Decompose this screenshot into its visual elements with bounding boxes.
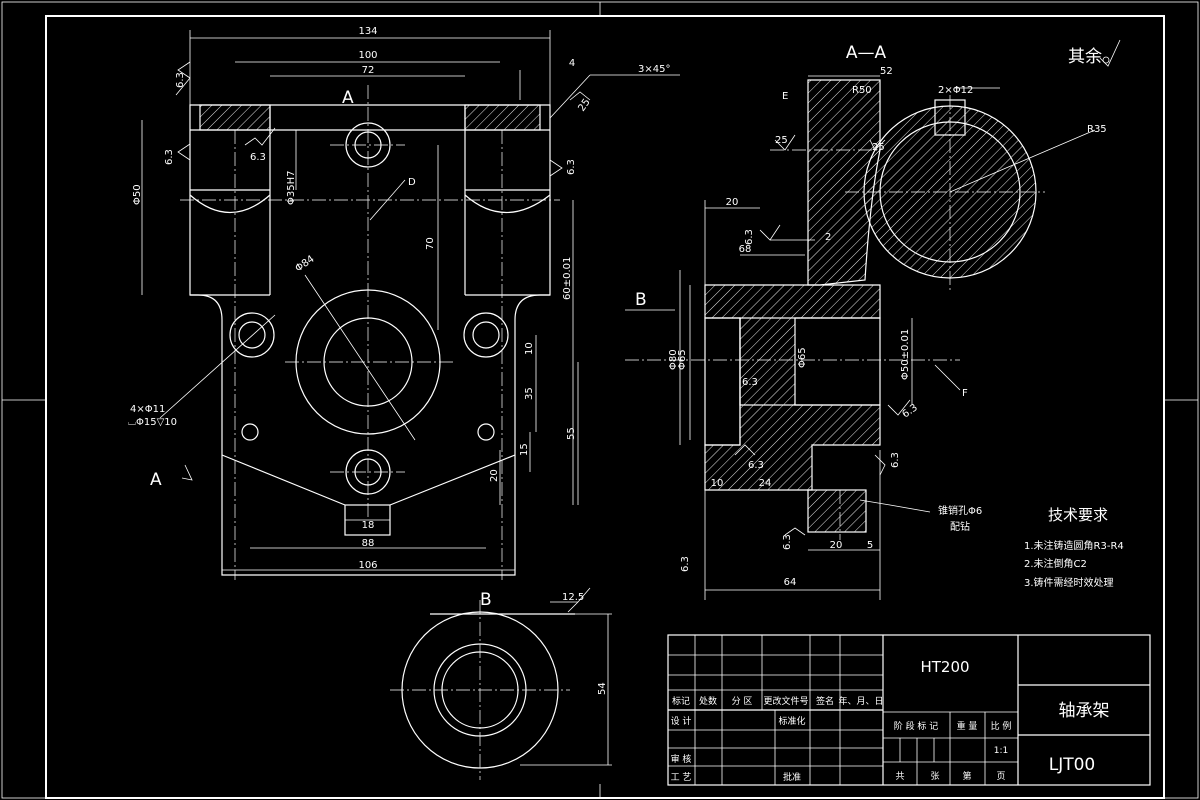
scale-value: 1:1 <box>994 746 1008 756</box>
dim-20: 20 <box>726 197 739 208</box>
leader-d: D <box>408 177 416 188</box>
tech-requirements: 技术要求 1.未注铸造圆角R3-R4 2.未注倒角C2 3.铸件需经时效处理 <box>1024 506 1124 589</box>
roughness-63-e: 6.3 <box>890 452 901 468</box>
weight: 重 量 <box>957 720 978 732</box>
roughness-25: 25 <box>576 97 592 114</box>
row-review: 审 核 <box>671 753 692 765</box>
roughness-63-c: 6.3 <box>250 152 266 163</box>
holes-note-1: 4×Φ11 <box>130 404 165 415</box>
holes-note-2: ⌴Φ15▽10 <box>128 417 177 428</box>
pin-note-1: 锥销孔Φ6 <box>938 504 982 517</box>
section-view-dimensions: A—A 52 R50 2×Φ12 E R35 25 25 20 6.3 2 68… <box>635 39 1121 588</box>
front-view-dimensions: 134 100 72 4 6.3 6.3 6.3 6.3 25 Φ50 Φ35H… <box>128 26 670 571</box>
dim-20: 20 <box>489 469 500 482</box>
dim-18: 18 <box>362 520 375 531</box>
roughness-63-c: 6.3 <box>900 402 919 420</box>
dim-15: 15 <box>519 443 530 456</box>
roughness-63-g: 6.3 <box>680 556 691 572</box>
section-view-a-a <box>625 75 1096 600</box>
row-process: 工 艺 <box>671 772 692 783</box>
sheet-page: 页 <box>996 771 1005 782</box>
title-block: HT200 轴承架 LJT00 标记 处数 分 区 更改文件号 签名 年、月、日… <box>667 634 1151 786</box>
roughness-63-b: 6.3 <box>164 149 175 165</box>
front-view <box>141 30 680 580</box>
dim-4: 4 <box>569 58 575 69</box>
dim-r35: R35 <box>1087 124 1107 135</box>
dim-134: 134 <box>358 26 377 37</box>
sheet-no: 第 <box>962 770 971 782</box>
dim-88: 88 <box>362 538 375 549</box>
roughness-63-f: 6.3 <box>782 534 793 550</box>
dim-phi84: Φ84 <box>293 254 316 275</box>
header-sign: 签名 <box>816 695 834 707</box>
section-arrow-b: B <box>635 290 647 310</box>
dim-52: 52 <box>880 66 893 77</box>
roughness-25-a: 25 <box>775 135 788 146</box>
roughness-rest-symbol <box>1099 39 1121 67</box>
tech-item-3: 3.铸件需经时效处理 <box>1024 576 1114 589</box>
dim-2xphi12: 2×Φ12 <box>938 85 973 96</box>
drawing-number: LJT00 <box>1049 755 1096 775</box>
stage-mark: 阶 段 标 记 <box>894 720 939 732</box>
dim-phi65: Φ65 <box>677 349 688 370</box>
view-b: B 12.5 54 <box>390 587 612 780</box>
dim-phi50: Φ50±0.01 <box>900 329 911 380</box>
tech-item-1: 1.未注铸造圆角R3-R4 <box>1024 539 1124 552</box>
dim-phi35: Φ35H7 <box>286 171 297 205</box>
dim-64: 64 <box>784 577 797 588</box>
dim-100: 100 <box>358 50 377 61</box>
dim-55: 55 <box>566 427 577 440</box>
dim-5: 5 <box>867 540 873 551</box>
roughness-63-a: 6.3 <box>175 72 186 88</box>
section-label: A—A <box>846 43 887 63</box>
roughness-25-b: 25 <box>872 142 885 153</box>
dim-70: 70 <box>425 237 436 250</box>
tech-item-2: 2.未注倒角C2 <box>1024 557 1087 570</box>
dim-2: 2 <box>825 232 831 243</box>
dim-10: 10 <box>711 478 724 489</box>
header-count: 处数 <box>699 695 717 707</box>
chamfer-note: 3×45° <box>638 64 670 75</box>
section-arrow-a-top: A <box>342 88 354 108</box>
roughness-125: 12.5 <box>562 592 584 603</box>
material: HT200 <box>920 658 969 676</box>
row-design: 设 计 <box>671 715 692 727</box>
roughness-63-d: 6.3 <box>748 460 764 471</box>
roughness-rest-note: 其余 <box>1068 47 1102 67</box>
header-change-doc: 更改文件号 <box>763 695 808 707</box>
dim-phi50: Φ50 <box>132 184 143 205</box>
dim-phi65-inner: Φ65 <box>797 347 808 368</box>
pin-note-2: 配钻 <box>950 520 970 533</box>
sheets-total: 共 <box>895 771 904 782</box>
dim-24: 24 <box>759 478 772 489</box>
leader-e: E <box>782 91 788 102</box>
dim-r50: R50 <box>852 85 872 96</box>
dim-phi80: Φ80 <box>668 349 679 370</box>
dim-35: 35 <box>524 387 535 400</box>
dim-106: 106 <box>358 560 377 571</box>
leader-f: F <box>962 388 968 399</box>
part-name: 轴承架 <box>1059 701 1110 721</box>
dim-54: 54 <box>597 682 608 695</box>
header-mark: 标记 <box>672 695 690 707</box>
view-b-label: B <box>480 590 492 610</box>
header-date: 年、月、日 <box>838 695 883 707</box>
dim-60: 60±0.01 <box>562 257 573 300</box>
section-arrow-a-left: A <box>150 470 162 490</box>
tech-title: 技术要求 <box>1048 506 1108 524</box>
dim-68: 68 <box>739 244 752 255</box>
roughness-63-d: 6.3 <box>566 159 577 175</box>
dim-20b: 20 <box>830 540 843 551</box>
header-zone: 分 区 <box>732 696 753 707</box>
dim-72: 72 <box>362 65 375 76</box>
roughness-63-a: 6.3 <box>744 229 755 245</box>
dim-10: 10 <box>524 342 535 355</box>
roughness-63-b: 6.3 <box>742 377 758 388</box>
scale-label: 比 例 <box>991 720 1012 732</box>
row-approve: 批准 <box>783 771 801 783</box>
sheets-unit: 张 <box>930 771 939 782</box>
row-standardize: 标准化 <box>778 715 805 727</box>
